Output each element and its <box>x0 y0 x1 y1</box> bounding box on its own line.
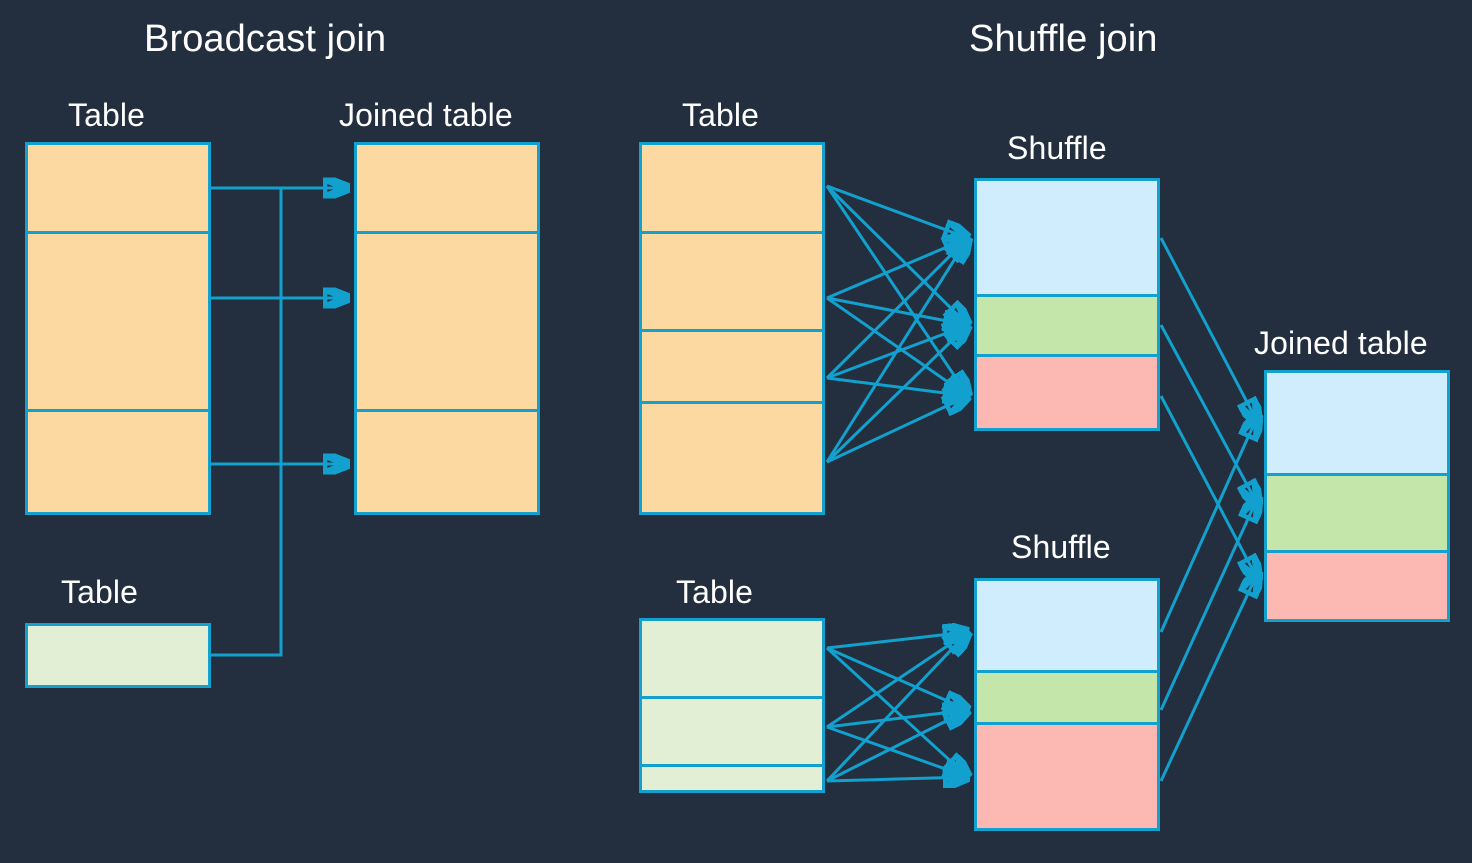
shuffle-top-fanout <box>825 184 968 464</box>
table-row <box>642 329 822 401</box>
table-row <box>28 145 208 231</box>
sh-shuffle-bottom-label: Shuffle <box>1011 529 1111 565</box>
bc-joined-table-label: Joined table <box>339 97 513 133</box>
bottom-shuffle-to-joined <box>1159 415 1258 782</box>
shuffle-partition-green <box>977 670 1157 722</box>
shuffle-partition-green <box>977 294 1157 354</box>
sh-shuffle-bottom <box>974 578 1160 831</box>
joined-band-pink <box>1267 550 1447 619</box>
table-row <box>642 764 822 790</box>
sh-joined-table <box>1264 370 1450 622</box>
bc-table-large <box>25 142 211 515</box>
shuffle-partition-blue <box>977 181 1157 294</box>
bc-table-large-label: Table <box>68 97 145 133</box>
sh-joined-table-label: Joined table <box>1254 325 1428 361</box>
shuffle-join-title: Shuffle join <box>969 18 1158 60</box>
broadcast-trunk <box>211 188 283 657</box>
broadcast-arrows <box>211 188 348 464</box>
table-row <box>357 145 537 231</box>
table-row <box>28 409 208 512</box>
bc-table-small <box>25 623 211 688</box>
table-row <box>642 401 822 512</box>
table-row <box>28 626 208 685</box>
sh-table-bottom-label: Table <box>676 574 753 610</box>
bc-joined-table <box>354 142 540 515</box>
sh-table-bottom <box>639 618 825 793</box>
broadcast-join-title: Broadcast join <box>144 18 387 60</box>
table-row <box>357 409 537 512</box>
shuffle-partition-blue <box>977 581 1157 670</box>
sh-table-top <box>639 142 825 515</box>
table-row <box>28 231 208 409</box>
sh-shuffle-top-label: Shuffle <box>1007 130 1107 166</box>
shuffle-bottom-fanout <box>825 632 968 781</box>
table-row <box>642 696 822 764</box>
sh-shuffle-top <box>974 178 1160 431</box>
top-shuffle-to-joined <box>1159 237 1258 580</box>
bc-table-small-label: Table <box>61 574 138 610</box>
shuffle-partition-pink <box>977 722 1157 828</box>
table-row <box>642 145 822 231</box>
joined-band-green <box>1267 473 1447 550</box>
table-row <box>642 231 822 329</box>
shuffle-partition-pink <box>977 354 1157 428</box>
joined-band-blue <box>1267 373 1447 473</box>
sh-table-top-label: Table <box>682 97 759 133</box>
table-row <box>357 231 537 409</box>
table-row <box>642 621 822 696</box>
